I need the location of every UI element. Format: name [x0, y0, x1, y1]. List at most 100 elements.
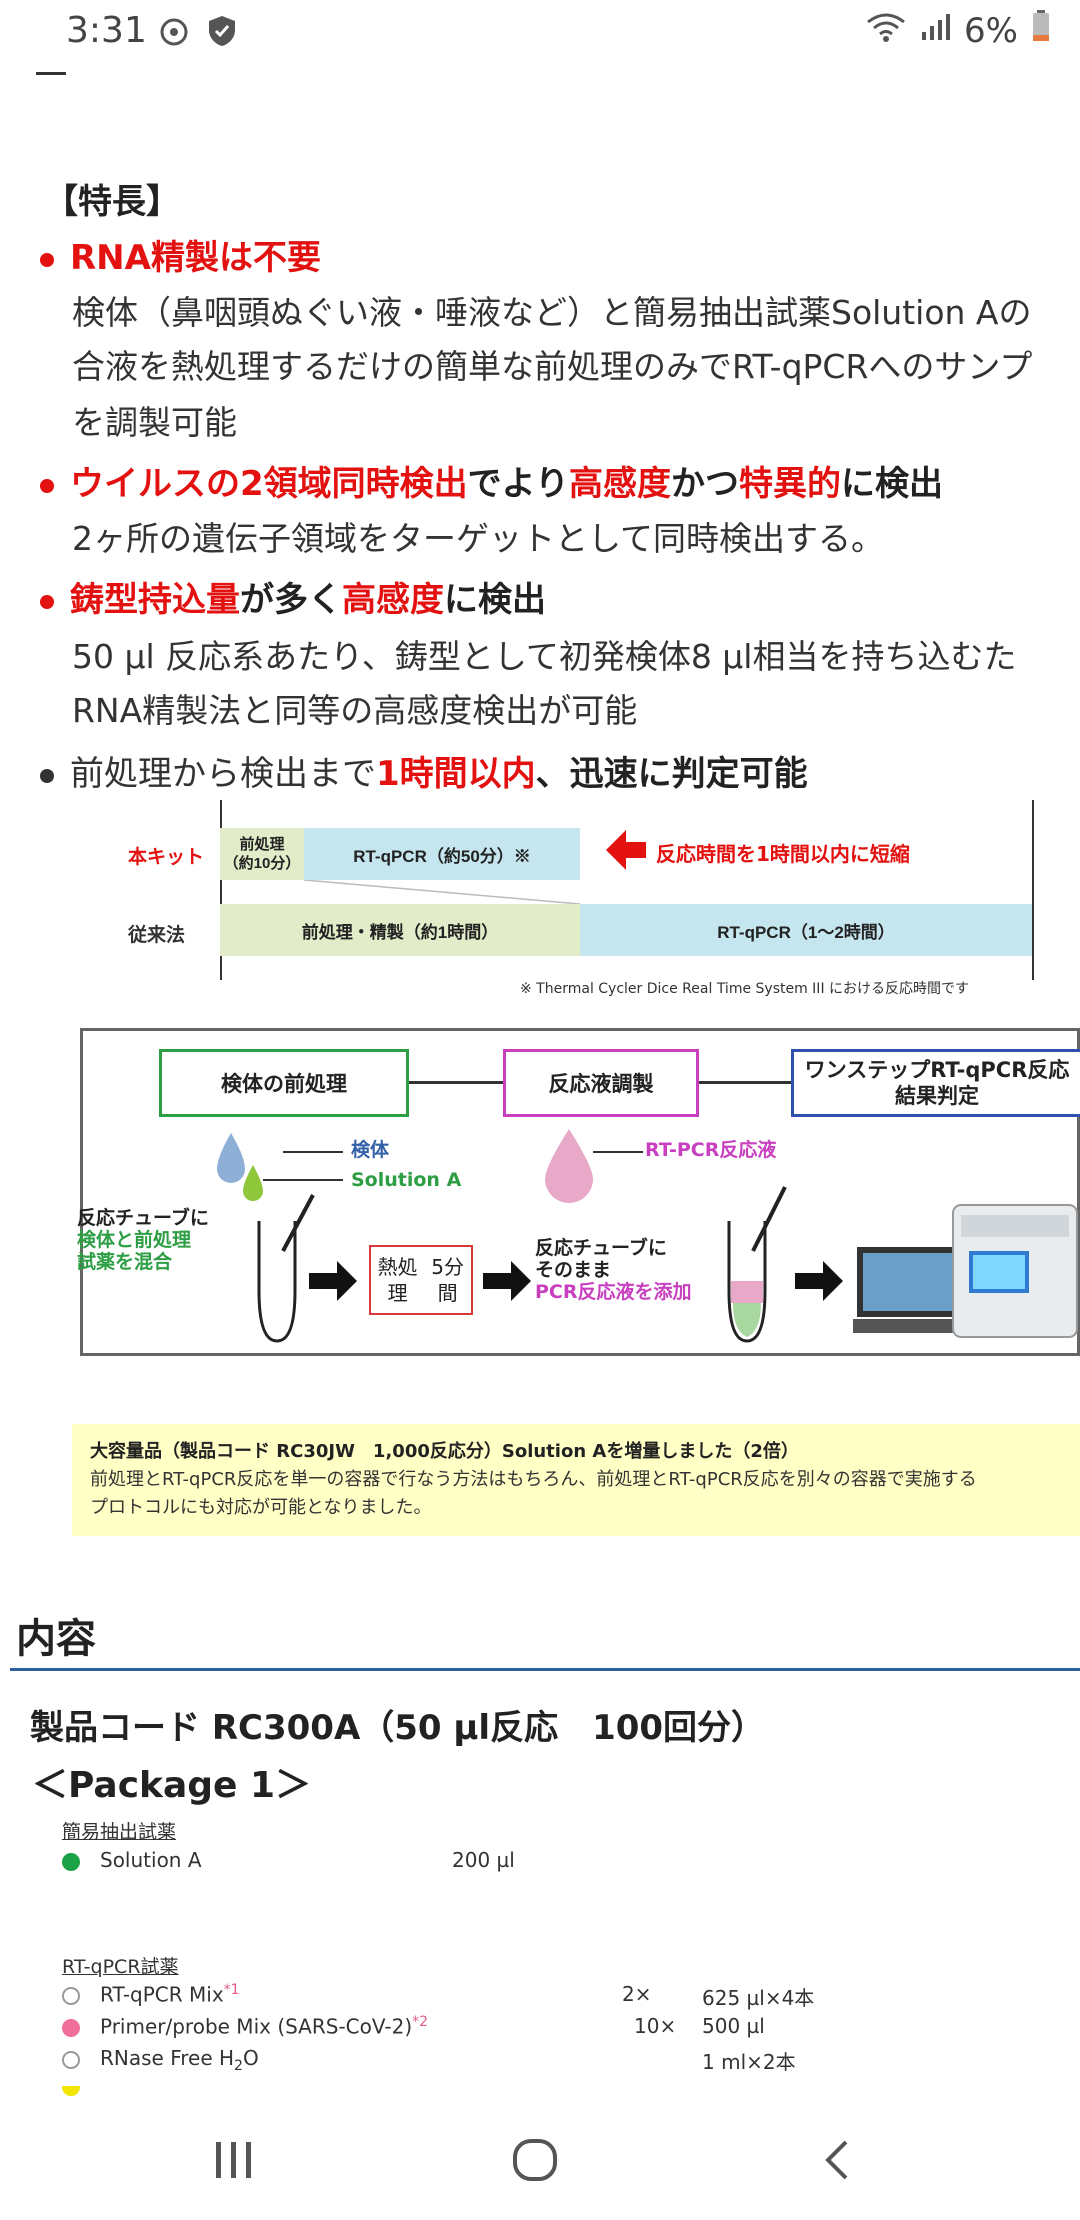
item-name: Solution A — [100, 1848, 202, 1872]
item-name-text: RT-qPCR Mix — [100, 1982, 224, 2007]
feature-2-part-3: 高感度 — [569, 464, 671, 504]
item-volume: 500 µl — [702, 2014, 765, 2038]
group-extraction: 簡易抽出試薬 — [62, 1821, 177, 1843]
bullet-icon — [40, 594, 54, 609]
feature-3-part-4: に検出 — [444, 580, 546, 620]
feature-2-part-5: 特異的 — [739, 464, 841, 504]
navigation-bar — [0, 2100, 1080, 2220]
item-name: RNase Free H2O — [100, 2046, 259, 2074]
tube1-icon — [257, 1194, 315, 1343]
tube2-text-b: そのまま — [535, 1259, 612, 1281]
timeline-chart: 本キット 前処理 （約10分） RT-qPCR（約50分）※ 反応時間を1時間以… — [120, 800, 1040, 1000]
feature-1-desc-1: 検体（鼻咽頭ぬぐい液・唾液など）と簡易抽出試薬Solution Aの — [72, 293, 1032, 332]
timeline-right-axis — [1032, 800, 1034, 980]
battery-icon — [1032, 10, 1050, 51]
feature-2-part-4: かつ — [671, 464, 739, 504]
kit-label: 本キット — [128, 846, 205, 868]
red-arrow-icon — [606, 828, 656, 878]
feature-2-part-2: でより — [467, 464, 569, 504]
product-code: 製品コード RC300A（50 µl反応 100回分） — [30, 1708, 766, 1748]
heat-box: 熱処理 5分間 — [369, 1245, 473, 1315]
workflow-diagram: 検体の前処理 反応液調製 ワンステップRT-qPCR反応 結果判定 検体 Sol… — [77, 1028, 1080, 1356]
item-name-text: Primer/probe Mix (SARS-CoV-2) — [100, 2014, 413, 2039]
sample-pointer — [283, 1151, 343, 1153]
home-button[interactable] — [512, 2138, 558, 2186]
feature-4-part-3: 、迅速に判定可能 — [535, 754, 808, 794]
battery-text: 6% — [964, 10, 1018, 51]
tube1-text-b: 検体と前処理 — [77, 1229, 192, 1251]
yellow-dot-icon — [62, 2086, 80, 2096]
status-bar: 3:31 6% — [0, 0, 1080, 66]
bullet-icon — [40, 252, 54, 267]
list-item: RNase Free H2O 1 ml×2本 — [62, 2046, 1062, 2076]
features-heading: 【特長】 — [44, 182, 180, 222]
kit-pre-box: 前処理 （約10分） — [220, 828, 304, 880]
tube2-icon — [727, 1186, 787, 1343]
note-title: 大容量品（製品コード RC30JW 1,000反応分）Solution Aを増量… — [90, 1441, 799, 1462]
step1-box: 検体の前処理 — [159, 1049, 409, 1117]
thermal-cycler-laptop-icon — [853, 1204, 1078, 1338]
status-time: 3:31 — [66, 10, 147, 51]
arrow-right-icon — [795, 1261, 843, 1301]
rtpcr-droplet-icon — [545, 1129, 593, 1203]
tube2-text-c: PCR反応液を添加 — [535, 1281, 692, 1303]
sync-icon — [158, 16, 190, 52]
rtpcr-label: RT-PCR反応液 — [645, 1139, 777, 1161]
item-volume: 625 µl×4本 — [702, 1986, 815, 2010]
item-name-text: RNase Free H — [100, 2046, 235, 2070]
tube2-text-a: 反応チューブに — [535, 1237, 667, 1259]
step2-box: 反応液調製 — [503, 1049, 699, 1117]
feature-1-title-text: RNA精製は不要 — [70, 238, 321, 278]
feature-1-title: RNA精製は不要 — [40, 230, 321, 279]
list-item: Primer/probe Mix (SARS-CoV-2)*2 10× 500 … — [62, 2014, 1062, 2044]
group-rtqpcr: RT-qPCR試薬 — [62, 1956, 179, 1978]
recent-apps-button[interactable] — [212, 2140, 256, 2184]
contents-heading: 内容 — [16, 1616, 96, 1662]
item-volume: 1 ml×2本 — [702, 2050, 796, 2074]
item-name: Primer/probe Mix (SARS-CoV-2)*2 — [100, 2014, 428, 2039]
timeline-left-axis — [220, 800, 222, 980]
item-name: RT-qPCR Mix*1 — [100, 1982, 240, 2007]
heat-text-b: 5分間 — [431, 1255, 464, 1305]
item-concentration: 2× — [622, 1982, 652, 2006]
collapse-dash — [36, 72, 66, 75]
feature-3-title: 鋳型持込量が多く高感度に検出 — [40, 572, 546, 621]
feature-2-part-6: に検出 — [841, 464, 943, 504]
tube1-text-a: 反応チューブに — [77, 1207, 209, 1229]
step3-box: ワンステップRT-qPCR反応 結果判定 — [791, 1049, 1080, 1117]
shield-icon — [206, 14, 238, 52]
sample-label: 検体 — [351, 1139, 390, 1161]
rtpcr-pointer — [593, 1151, 643, 1153]
bullet-icon — [40, 768, 54, 783]
feature-3-part-3: 高感度 — [342, 580, 444, 620]
footnote-mark: *2 — [412, 2014, 429, 2030]
item-concentration: 10× — [634, 2014, 677, 2038]
kit-slant-lines — [304, 880, 581, 905]
back-button[interactable] — [822, 2138, 852, 2186]
feature-1-desc-3: を調製可能 — [72, 403, 237, 442]
feature-1-desc-2: 合液を熱処理するだけの簡単な前処理のみでRT-qPCRへのサンプ — [72, 347, 1033, 386]
conv-rt-box: RT-qPCR（1〜2時間） — [580, 904, 1032, 956]
kit-rt-box: RT-qPCR（約50分）※ — [304, 828, 580, 880]
solution-pointer — [263, 1179, 343, 1181]
subscript: 2 — [234, 2058, 243, 2074]
heat-text-a: 熱処理 — [377, 1255, 418, 1305]
list-item: RT-qPCR Mix*1 2× 625 µl×4本 — [62, 1982, 1062, 2012]
list-item: Solution A 200 µl — [62, 1848, 1062, 1878]
conv-pre-box: 前処理・精製（約1時間） — [220, 904, 580, 956]
white-dot-icon — [62, 2050, 80, 2069]
solution-label: Solution A — [351, 1169, 462, 1191]
arrow-right-icon — [309, 1261, 357, 1301]
feature-4-part-1: 前処理から検出まで — [70, 754, 376, 794]
note-line-1: 前処理とRT-qPCR反応を単一の容器で行なう方法はもちろん、前処理とRT-qP… — [90, 1469, 977, 1490]
droplets-icon — [217, 1133, 263, 1201]
pink-dot-icon — [62, 2018, 80, 2037]
wifi-icon — [866, 11, 906, 51]
green-dot-icon — [62, 1852, 80, 1871]
signal-icon — [920, 11, 951, 51]
note-line-2: プロトコルにも対応が可能となりました。 — [90, 1497, 432, 1518]
bullet-icon — [40, 478, 54, 493]
white-dot-icon — [62, 1986, 80, 2005]
item-volume: 200 µl — [452, 1848, 515, 1872]
arrow-text: 反応時間を1時間以内に短縮 — [656, 842, 910, 866]
